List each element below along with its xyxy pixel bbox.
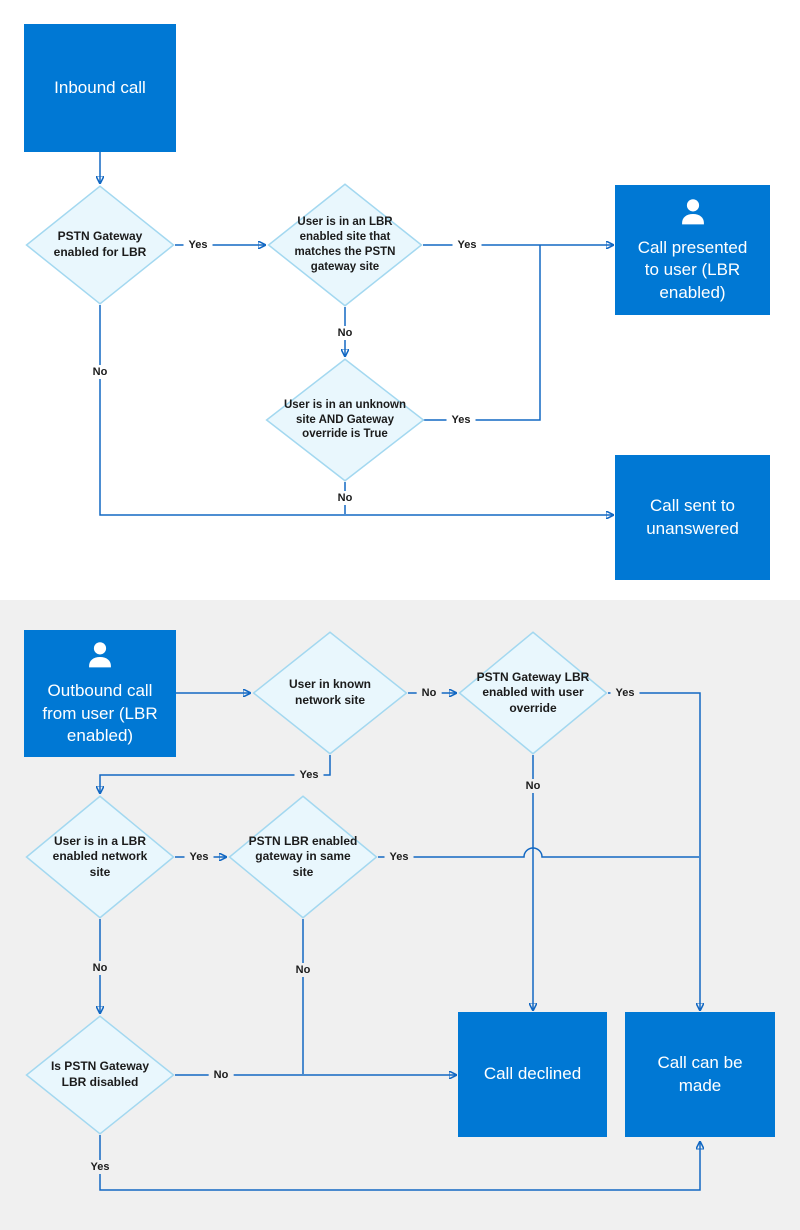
decision-user-unknown-site: User is in an unknown site AND Gateway o…	[265, 358, 425, 482]
edge-label-same-site-yes: Yes	[384, 850, 414, 864]
diamond-shape	[252, 631, 408, 755]
process-label: Call presented to user (LBR enabled)	[637, 237, 748, 302]
process-label: Call can be made	[657, 1053, 743, 1095]
edge-known-site-yes-to-lbr-network	[100, 755, 331, 794]
decision-label: User is in an unknown site AND Gateway o…	[283, 398, 407, 441]
edge-label-gateway-yes: Yes	[183, 238, 213, 252]
decision-user-known-site: User in known network site	[252, 631, 408, 755]
edge-label-unknown-site-yes: Yes	[446, 413, 476, 427]
decision-lbr-gateway-same-site: PSTN LBR enabled gateway in same site	[228, 795, 378, 919]
process-call-presented: Call presented to user (LBR enabled)	[615, 185, 770, 315]
edge-unknown-yes-merge	[423, 245, 541, 421]
decision-user-lbr-network-site: User is in a LBR enabled network site	[25, 795, 175, 919]
decision-label: User in known network site	[288, 677, 371, 707]
process-call-declined: Call declined	[458, 1012, 607, 1137]
decision-label: User is in an LBR enabled site that matc…	[294, 216, 396, 273]
edge-label-site-match-no: No	[332, 326, 358, 340]
diamond-shape	[25, 1015, 175, 1135]
edge-label-known-site-yes: Yes	[294, 768, 324, 782]
edge-label-override-yes: Yes	[610, 686, 640, 700]
edge-label-lbr-network-yes: Yes	[184, 850, 214, 864]
process-label: Call sent to unanswered	[646, 496, 739, 538]
edge-label-unknown-site-no: No	[332, 491, 358, 505]
decision-label: User is in a LBR enabled network site	[52, 833, 148, 879]
edge-same-site-yes-merge	[378, 847, 699, 858]
person-icon	[83, 639, 117, 673]
process-inbound-call: Inbound call	[24, 24, 176, 152]
decision-label: PSTN Gateway enabled for LBR	[53, 229, 147, 259]
process-outbound-call: Outbound call from user (LBR enabled)	[24, 630, 176, 757]
decision-user-lbr-site-match: User is in an LBR enabled site that matc…	[267, 183, 423, 307]
process-call-unanswered: Call sent to unanswered	[615, 455, 770, 580]
edge-label-known-site-no: No	[416, 686, 442, 700]
edge-label-same-site-no: No	[290, 963, 316, 977]
decision-pstn-gateway-enabled: PSTN Gateway enabled for LBR	[25, 185, 175, 305]
diamond-shape	[25, 185, 175, 305]
edge-label-site-match-yes: Yes	[452, 238, 482, 252]
process-call-can-be-made: Call can be made	[625, 1012, 775, 1137]
diamond-shape	[267, 183, 423, 307]
process-label: Inbound call	[54, 77, 146, 97]
diamond-shape	[265, 358, 425, 482]
decision-gateway-user-override: PSTN Gateway LBR enabled with user overr…	[458, 631, 608, 755]
process-label: Outbound call from user (LBR enabled)	[42, 681, 158, 746]
edge-disabled-yes-to-can-be-made	[99, 1135, 700, 1191]
decision-label: PSTN LBR enabled gateway in same site	[248, 833, 358, 879]
decision-gateway-lbr-disabled: Is PSTN Gateway LBR disabled	[25, 1015, 175, 1135]
process-label: Call declined	[483, 1064, 582, 1084]
edge-label-lbr-network-no: No	[87, 961, 113, 975]
person-icon	[676, 196, 710, 230]
diamond-shape	[25, 795, 175, 919]
decision-label: Is PSTN Gateway LBR disabled	[50, 1059, 150, 1089]
edge-override-yes-to-can-be-made	[608, 692, 700, 1011]
edge-label-gateway-no: No	[87, 365, 113, 379]
edge-label-override-no: No	[520, 779, 546, 793]
diamond-shape	[228, 795, 378, 919]
diamond-shape	[458, 631, 608, 755]
edge-label-disabled-no: No	[208, 1068, 234, 1082]
decision-label: PSTN Gateway LBR enabled with user overr…	[476, 669, 590, 715]
edge-label-disabled-yes: Yes	[85, 1160, 115, 1174]
